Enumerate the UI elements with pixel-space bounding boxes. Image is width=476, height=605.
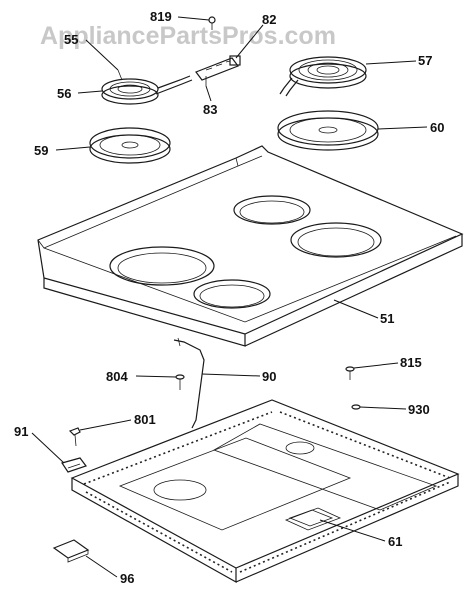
callout-91: 91 (14, 424, 28, 439)
surface-element-small (101, 69, 193, 105)
callout-930: 930 (408, 402, 430, 417)
callout-59: 59 (34, 143, 48, 158)
terminal-block (195, 55, 241, 86)
plate-96 (52, 539, 90, 563)
callout-96: 96 (120, 571, 134, 586)
screw-801 (68, 427, 81, 447)
callout-90: 90 (262, 369, 276, 384)
clip-91 (61, 457, 87, 473)
callout-815: 815 (400, 355, 422, 370)
callout-55: 55 (64, 32, 78, 47)
bracket-rod (173, 337, 205, 429)
drip-pan-large (277, 110, 379, 151)
callout-83: 83 (203, 102, 217, 117)
drip-pan-small (89, 127, 171, 164)
screw-804 (175, 374, 185, 390)
callout-57: 57 (418, 53, 432, 68)
screw-815 (345, 366, 355, 380)
callout-82: 82 (262, 12, 276, 27)
callout-801: 801 (134, 412, 156, 427)
washer-930 (351, 404, 361, 410)
callout-819: 819 (150, 9, 172, 24)
burner-box (70, 399, 460, 584)
callout-56: 56 (57, 86, 71, 101)
main-top (37, 145, 464, 347)
watermark: AppliancePartsPros.com (40, 22, 336, 50)
callout-61: 61 (388, 534, 402, 549)
leader-lines (31, 16, 428, 578)
callout-labels: 819 82 55 57 56 83 59 60 51 804 90 815 9… (14, 9, 444, 586)
callout-804: 804 (106, 369, 128, 384)
surface-element-large (279, 56, 367, 97)
callout-51: 51 (380, 311, 394, 326)
callout-60: 60 (430, 120, 444, 135)
